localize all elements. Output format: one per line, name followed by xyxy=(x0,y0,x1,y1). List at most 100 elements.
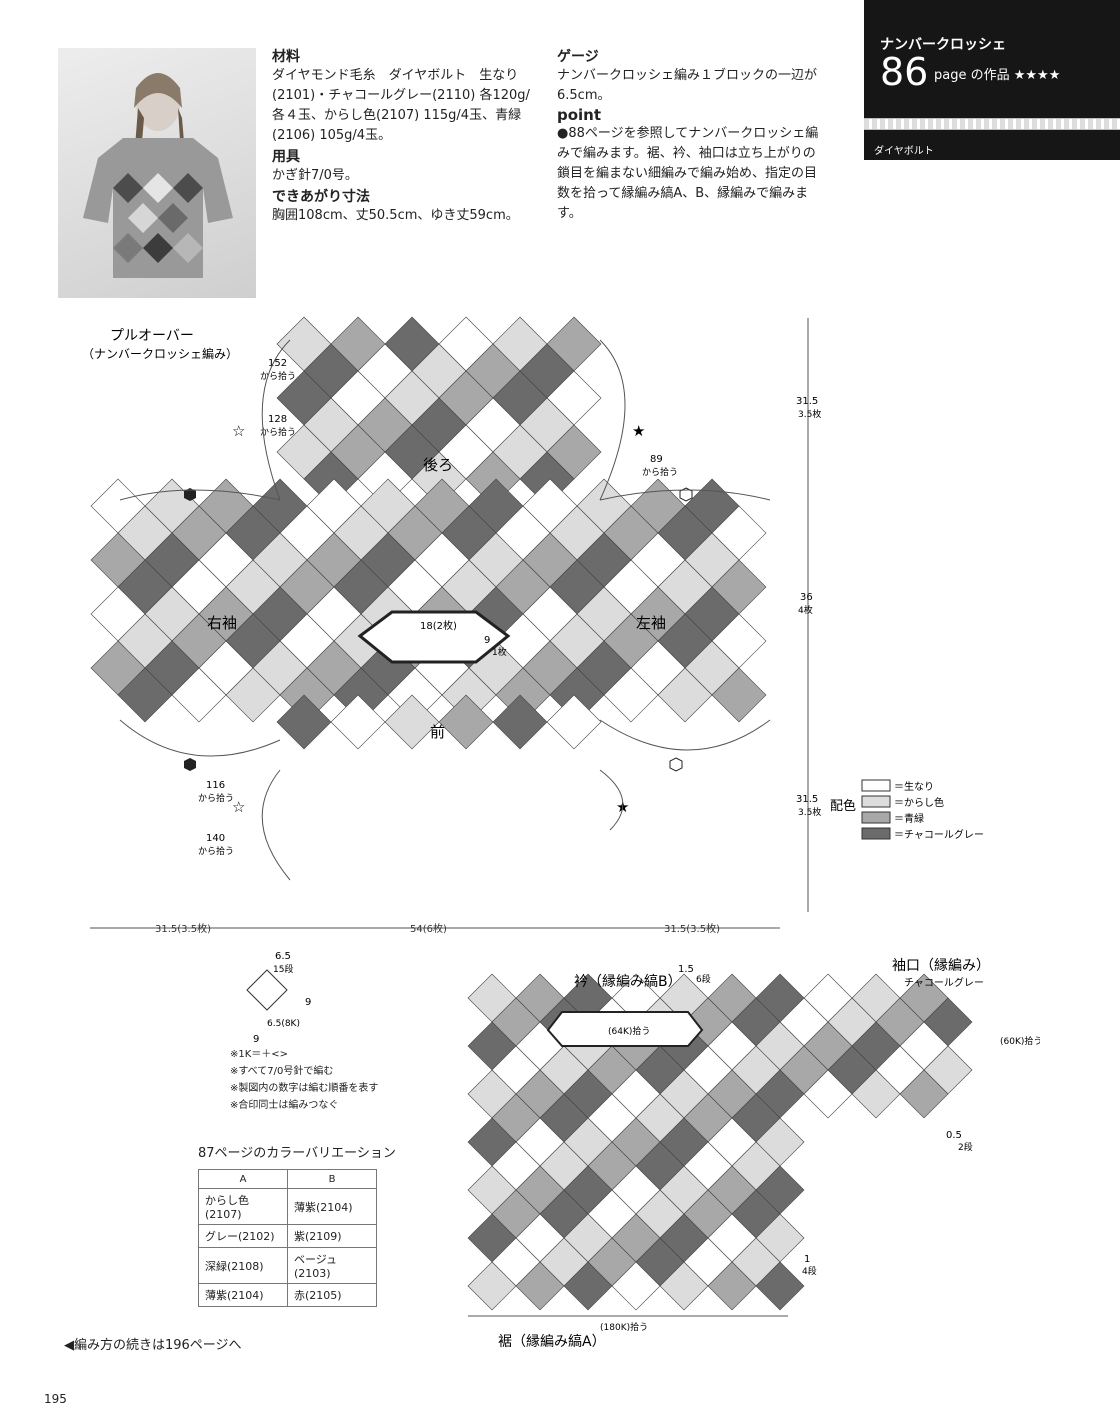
pattern-title: ナンバークロッシェ xyxy=(880,37,1006,53)
join-curve xyxy=(599,719,771,751)
block-square xyxy=(246,969,288,1011)
pick-128: 128 xyxy=(268,414,287,425)
block-grid xyxy=(90,316,767,750)
gauge-section: ゲージ ナンバークロッシェ編み１ブロックの一辺が6.5cm。 point ●88… xyxy=(557,46,819,224)
edging-block-grid xyxy=(467,973,973,1311)
width-center: 54(6枚) xyxy=(410,922,447,935)
join-curve xyxy=(599,489,771,501)
pattern-block xyxy=(755,1261,805,1311)
pattern-block xyxy=(384,694,440,750)
join-curve xyxy=(261,339,291,501)
materials-heading: 材料 xyxy=(272,49,300,65)
tools-text: かぎ針7/0号。 xyxy=(272,168,358,183)
pattern-block xyxy=(659,1261,709,1311)
note-2: ※製図内の数字は編む順番を表す xyxy=(230,1083,379,1094)
pick-152: 152 xyxy=(268,358,287,369)
pattern-number: 86 xyxy=(880,50,929,94)
pattern-block xyxy=(515,1261,565,1311)
join-curve xyxy=(119,719,281,757)
left-sleeve-label: 左袖 xyxy=(636,614,666,632)
dim-bottom: 31.5 xyxy=(796,794,818,805)
pattern-block xyxy=(171,667,227,723)
pick-89-suffix: から拾う xyxy=(642,466,678,478)
point-text: ●88ページを参照してナンバークロッシェ編みで編みます。裾、衿、袖口は立ち上がり… xyxy=(557,126,819,221)
cuff-rows-unit: 2段 xyxy=(958,1141,973,1153)
block-bottom: 6.5(8K) xyxy=(267,1019,300,1029)
collar-opening xyxy=(546,1011,704,1047)
yarn-sample xyxy=(864,118,1120,130)
note-1: ※すべて7/0号針で編む xyxy=(230,1066,334,1077)
pick-89: 89 xyxy=(650,454,663,465)
neck-width-label: 18(2枚) xyxy=(420,619,457,632)
gauge-text: ナンバークロッシェ編み１ブロックの一辺が6.5cm。 xyxy=(557,68,818,103)
dim-top: 31.5 xyxy=(796,396,818,407)
color-variation-title: 87ページのカラーバリエーション xyxy=(198,1146,396,1161)
dim-top-blocks: 3.5枚 xyxy=(798,408,821,420)
pattern-block xyxy=(330,694,386,750)
star-outline-symbol-2: ☆ xyxy=(232,798,245,816)
gauge-heading: ゲージ xyxy=(557,49,599,65)
note-3: ※合印同士は編みつなぐ xyxy=(230,1100,339,1111)
block-side-rows: 15段 xyxy=(273,963,293,975)
pattern-block xyxy=(492,694,548,750)
edging-diagram: (64K)拾う 衿（縁編み縞B） 1.5 6段 袖口（縁編み） チャコールグレー… xyxy=(467,958,1040,1350)
pattern-block xyxy=(563,1261,613,1311)
block-bottom-diag: 9 xyxy=(253,1034,259,1045)
front-label: 前 xyxy=(430,723,445,741)
pattern-block xyxy=(438,694,494,750)
hex-outline-symbol xyxy=(679,487,693,502)
dim-mid-blocks: 4枚 xyxy=(798,604,813,616)
pattern-block xyxy=(467,1261,517,1311)
right-sleeve-label: 右袖 xyxy=(207,614,237,632)
dim-bottom-blocks: 3.5枚 xyxy=(798,806,821,818)
cell: ベージュ(2103) xyxy=(287,1247,377,1284)
cell: 紫(2109) xyxy=(287,1224,377,1248)
block-size-diagram: 6.5 15段 9 6.5(8K) 9 xyxy=(246,951,311,1045)
neck-depth-label: 9 xyxy=(484,635,490,646)
cell: からし色(2107) xyxy=(198,1188,288,1225)
legend-swatch-2 xyxy=(861,811,891,824)
cell: 赤(2105) xyxy=(287,1283,377,1307)
materials-text: ダイヤモンド毛糸 ダイヤボルト 生なり(2101)・チャコールグレー(2110)… xyxy=(272,68,530,143)
yarn-name: ダイヤボルト xyxy=(874,146,934,157)
diagram-subtitle: （ナンバークロッシェ編み） xyxy=(82,346,238,361)
hem-rows: 1 xyxy=(804,1254,810,1265)
sweater-illustration xyxy=(83,73,233,278)
legend-swatch-0 xyxy=(861,779,891,792)
size-heading: できあがり寸法 xyxy=(272,189,370,205)
cell: 深緑(2108) xyxy=(198,1247,288,1284)
legend-swatch-1 xyxy=(861,795,891,808)
pattern-block xyxy=(711,667,767,723)
star-filled-symbol: ★ xyxy=(632,422,645,440)
cell: グレー(2102) xyxy=(198,1224,288,1248)
pick-140-suffix: から拾う xyxy=(198,845,234,857)
cell: 薄紫(2104) xyxy=(287,1188,377,1225)
pattern-page-label: page の作品 ★★★★ xyxy=(934,68,1061,83)
table-row: 深緑(2108)ベージュ(2103) xyxy=(198,1247,377,1284)
collar-rows: 1.5 xyxy=(678,964,694,975)
join-curve xyxy=(599,339,626,501)
back-label: 後ろ xyxy=(423,456,453,474)
legend-label-0: ＝生なり xyxy=(894,780,934,793)
hem-rows-unit: 4段 xyxy=(802,1265,817,1277)
width-right: 31.5(3.5枚) xyxy=(664,922,720,935)
col-a: A xyxy=(198,1169,288,1189)
cell: 薄紫(2104) xyxy=(198,1283,288,1307)
cuff-color: チャコールグレー xyxy=(904,976,984,989)
pattern-block xyxy=(707,1261,757,1311)
page-number: 195 xyxy=(44,1392,67,1406)
pattern-block xyxy=(117,667,173,723)
pick-116-suffix: から拾う xyxy=(198,792,234,804)
cuff-rows: 0.5 xyxy=(946,1130,962,1141)
point-heading: point xyxy=(557,106,602,124)
hem-pick: (180K)拾う xyxy=(600,1321,648,1333)
pullover-diagram: プルオーバー （ナンバークロッシェ編み） 18(2枚) 9 1枚 後ろ 前 右袖… xyxy=(82,316,984,935)
color-legend: ＝生なり ＝からし色 ＝青緑 ＝チャコールグレー xyxy=(861,779,984,841)
pattern-block xyxy=(657,667,713,723)
legend-label-3: ＝チャコールグレー xyxy=(894,828,984,841)
block-diag: 9 xyxy=(305,997,311,1008)
join-curve xyxy=(599,769,624,831)
model-photo xyxy=(58,48,256,298)
